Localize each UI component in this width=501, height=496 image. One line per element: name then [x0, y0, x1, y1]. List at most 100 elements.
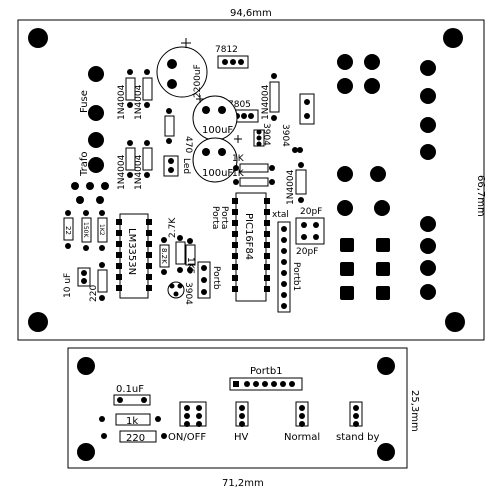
svg-text:100uF: 100uF — [202, 125, 233, 136]
svg-text:470: 470 — [183, 136, 193, 153]
svg-text:1K: 1K — [232, 169, 245, 179]
resistor-470: 470 — [164, 108, 193, 153]
svg-text:1N4004: 1N4004 — [261, 84, 271, 120]
svg-text:10 uF: 10 uF — [63, 273, 73, 298]
diode-d2: 1N4004 — [134, 69, 153, 120]
svg-text:2200uF: 2200uF — [193, 64, 203, 98]
svg-text:Porta: Porta — [219, 206, 229, 229]
svg-text:Trafo: Trafo — [79, 151, 90, 177]
svg-text:Portb1: Portb1 — [291, 262, 301, 291]
sub-resistor-220: 220 — [101, 430, 167, 444]
svg-text:1N4004: 1N4004 — [134, 154, 144, 190]
switch-on-off: ON/OFF — [168, 401, 207, 443]
sub-resistor-1k: 1k — [99, 413, 161, 427]
transistor-3904-c: 3904 — [167, 281, 193, 305]
svg-text:3904: 3904 — [183, 282, 193, 305]
svg-text:1N4004: 1N4004 — [117, 84, 127, 120]
header-portb1: Portb1 — [277, 221, 301, 313]
capacitor-10uf: 10 uF — [63, 267, 91, 298]
svg-text:8.2K: 8.2K — [160, 248, 168, 264]
ic-pic16f84: PIC16F84 — [232, 192, 270, 302]
svg-text:7805: 7805 — [228, 100, 251, 110]
resistor-1k5: 1K5 — [185, 238, 196, 274]
xtal-label: xtal — [272, 210, 289, 220]
svg-text:3904: 3904 — [280, 124, 290, 147]
transistor-3904-b: 3904 — [280, 124, 303, 153]
svg-text:Fuse: Fuse — [79, 90, 90, 113]
mount-hole-tr — [443, 28, 463, 48]
cap-20pf-a-label: 20pF — [300, 207, 322, 217]
svg-text:1K: 1K — [232, 154, 245, 164]
capacitor-100uf-b: 100uF — [192, 135, 242, 183]
svg-text:1K5: 1K5 — [185, 257, 195, 274]
sub-height-dimension: 25,3mm — [409, 390, 420, 432]
right-pad-column — [337, 54, 436, 300]
resistor-22: 22 — [63, 210, 74, 249]
resistor-150k: 150K — [81, 210, 92, 251]
svg-text:HV: HV — [234, 432, 249, 443]
svg-text:220: 220 — [126, 433, 145, 444]
resistor-1k2: 1K2 — [97, 210, 108, 251]
diode-d1: 1N4004 — [117, 69, 136, 120]
ic-lm3353n: LM3353N — [116, 213, 152, 299]
header-upper-right — [299, 93, 315, 125]
porta-label-top: Porta — [210, 206, 220, 229]
resistor-8k2: 8.2K — [159, 237, 170, 275]
sub-board-outline — [67, 347, 408, 469]
mount-hole-tl — [28, 28, 48, 48]
svg-text:100uF: 100uF — [202, 168, 233, 179]
svg-text:1k: 1k — [126, 416, 138, 427]
svg-text:LM3353N: LM3353N — [126, 228, 137, 275]
svg-text:2.7K: 2.7K — [168, 217, 178, 238]
diode-d3: 1N4004 — [117, 140, 136, 190]
svg-text:1N4004: 1N4004 — [134, 84, 144, 120]
svg-text:stand by: stand by — [336, 432, 379, 443]
svg-text:1K2: 1K2 — [98, 224, 105, 236]
resistor-220-main: 220 — [89, 262, 108, 302]
sub-width-dimension: 71,2mm — [222, 478, 264, 489]
diode-d5: 1N4004 — [261, 73, 280, 121]
svg-text:1N4004: 1N4004 — [117, 154, 127, 190]
resistor-2k7: 2.7K — [168, 217, 186, 273]
svg-text:7812: 7812 — [215, 45, 238, 55]
capacitor-2200uf: 2200uF — [156, 38, 208, 98]
svg-text:Portb1: Portb1 — [250, 366, 283, 377]
svg-text:220: 220 — [89, 285, 99, 302]
diode-d4: 1N4004 — [134, 140, 153, 190]
header-portb: Portb — [197, 261, 221, 299]
resistor-1k-a: 1K — [232, 154, 275, 173]
sub-mount-hole-br — [377, 443, 395, 461]
svg-text:Normal: Normal — [284, 432, 320, 443]
main-width-dimension: 94,6mm — [230, 8, 272, 19]
svg-text:0.1uF: 0.1uF — [116, 384, 144, 395]
transistor-3904-a: 3904 — [253, 123, 271, 147]
cap-20pf-b-label: 20pF — [296, 247, 318, 257]
diode-d6: 1N4004 — [286, 162, 307, 205]
svg-text:ON/OFF: ON/OFF — [168, 432, 206, 443]
main-board-outline — [17, 19, 485, 341]
capacitor-20pf-a — [295, 217, 325, 245]
sub-mount-hole-bl — [77, 443, 95, 461]
sub-mount-hole-tr — [377, 357, 395, 375]
mount-hole-br — [445, 312, 465, 332]
main-height-dimension: 66,7mm — [475, 175, 486, 217]
trafo-pads: Trafo — [71, 132, 109, 204]
mount-hole-bl — [28, 312, 48, 332]
porta-header: Porta — [219, 206, 229, 229]
sub-mount-hole-tl — [77, 357, 95, 375]
svg-text:22: 22 — [64, 226, 72, 235]
capacitor-100uf-a: 100uF — [192, 95, 238, 141]
fuse-pads: Fuse — [79, 66, 104, 121]
resistor-1k-b: 1K — [232, 169, 275, 187]
led-hv: HV — [234, 401, 249, 443]
sub-capacitor-0-1uf: 0.1uF — [113, 384, 151, 406]
svg-text:1N4004: 1N4004 — [286, 169, 296, 205]
regulator-7812: 7812 — [215, 45, 249, 69]
svg-text:PIC16F84: PIC16F84 — [243, 213, 254, 260]
svg-text:Led: Led — [181, 158, 191, 174]
led-normal: Normal — [284, 401, 320, 443]
svg-text:Portb: Portb — [211, 266, 221, 290]
led: Led — [163, 155, 191, 177]
sub-header-portb1: Portb1 — [229, 366, 303, 391]
